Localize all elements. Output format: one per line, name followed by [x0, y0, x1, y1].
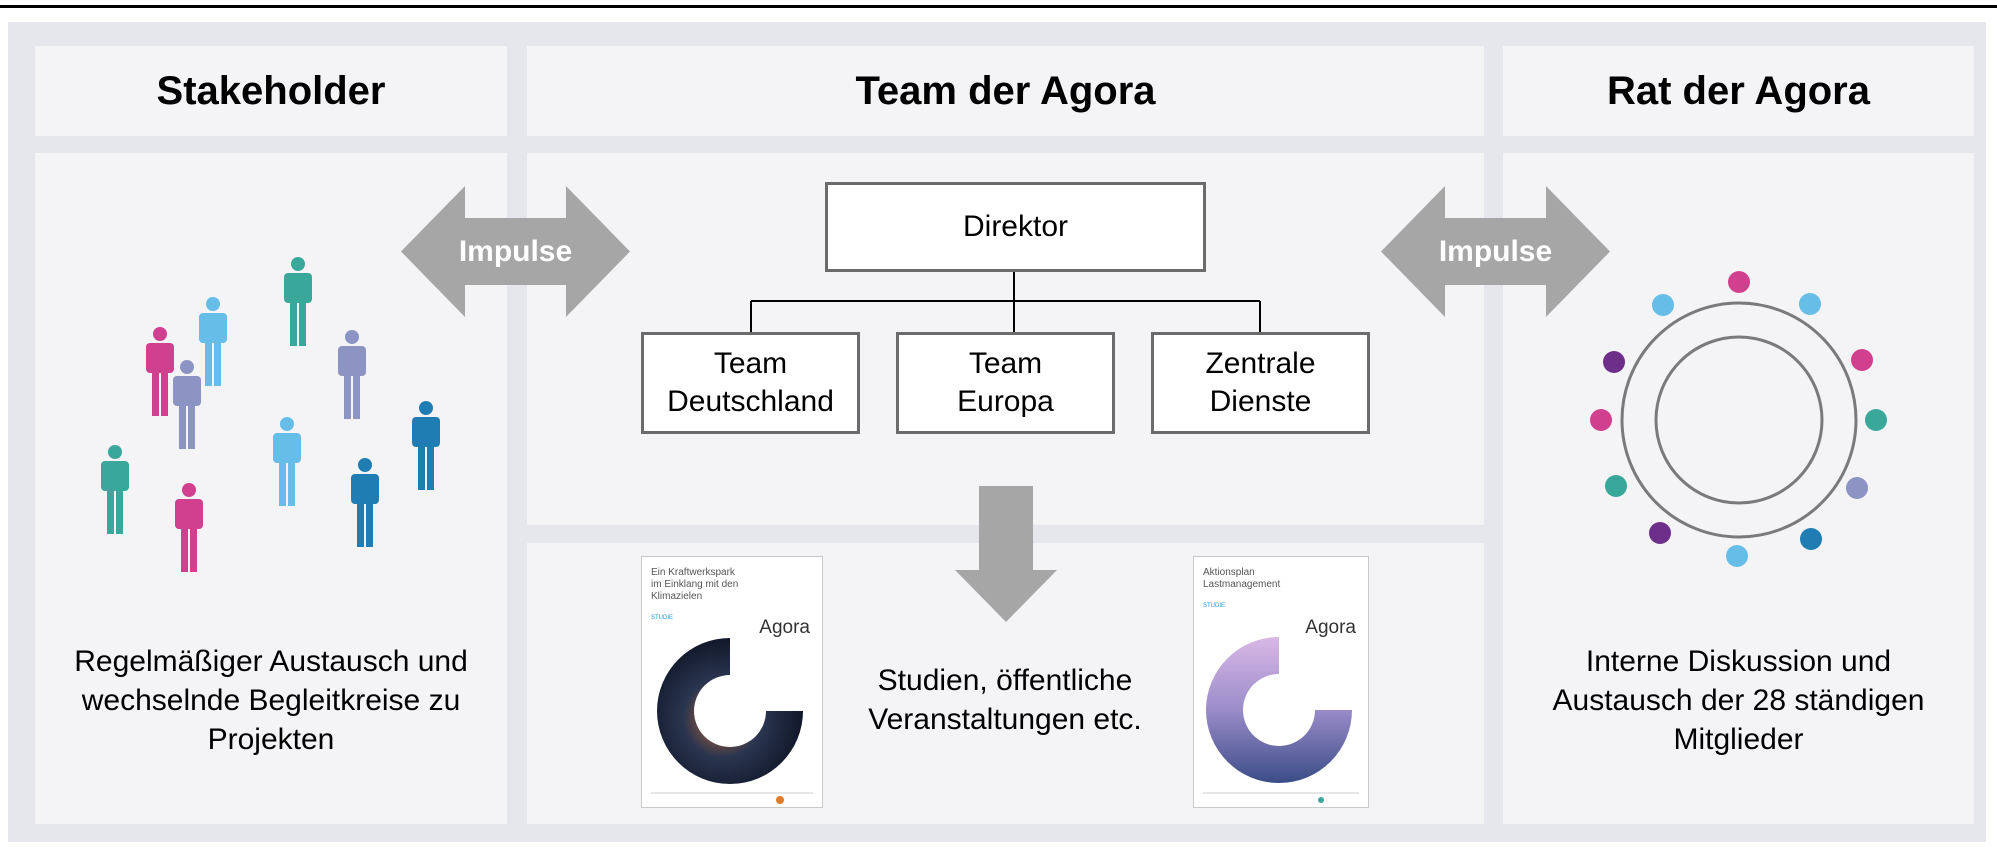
council-header: Rat der Agora: [1503, 46, 1974, 136]
stakeholder-header: Stakeholder: [35, 46, 507, 136]
member-dot: [1590, 409, 1612, 431]
member-dot: [1652, 294, 1674, 316]
study-cover-kraftwerkspark: Ein Kraftwerkspark im Einklang mit den K…: [641, 556, 823, 808]
team-title: Team der Agora: [855, 68, 1156, 113]
member-dot: [1851, 349, 1873, 371]
member-dot: [1726, 545, 1748, 567]
impulse-arrow-left: Impulse: [401, 186, 630, 317]
member-dot: [1846, 477, 1868, 499]
council-title: Rat der Agora: [1606, 68, 1870, 113]
outer-ring: [1620, 301, 1858, 539]
member-dot: [1605, 475, 1627, 497]
member-dot: [1728, 271, 1750, 293]
impulse-arrow-right: Impulse: [1381, 186, 1610, 317]
stakeholder-title: Stakeholder: [156, 68, 386, 113]
council-description: Interne Diskussion und Austausch der 28 …: [1552, 645, 1925, 756]
impulse-left-label: Impulse: [458, 234, 573, 268]
member-dot: [1649, 522, 1671, 544]
member-dot: [1603, 351, 1625, 373]
down-arrow: [955, 486, 1057, 622]
study-cover-lastmanagement: Aktionsplan Lastmanagement STUDIE Agora: [1193, 556, 1369, 808]
cover-graphic: [651, 638, 813, 804]
director-box: Direktor: [825, 182, 1206, 272]
top-rule: [0, 5, 1997, 8]
member-dot: [1799, 293, 1821, 315]
team-header: Team der Agora: [527, 46, 1484, 136]
stakeholder-description: Regelmäßiger Austausch und wechselnde Be…: [74, 645, 468, 756]
inner-ring: [1654, 335, 1824, 505]
member-dot: [1865, 409, 1887, 431]
member-dot: [1800, 528, 1822, 550]
impulse-right-label: Impulse: [1438, 234, 1553, 268]
team-output-text: Studien, öffentliche Veranstaltungen etc…: [868, 664, 1142, 736]
cover-graphic: [1203, 637, 1359, 803]
